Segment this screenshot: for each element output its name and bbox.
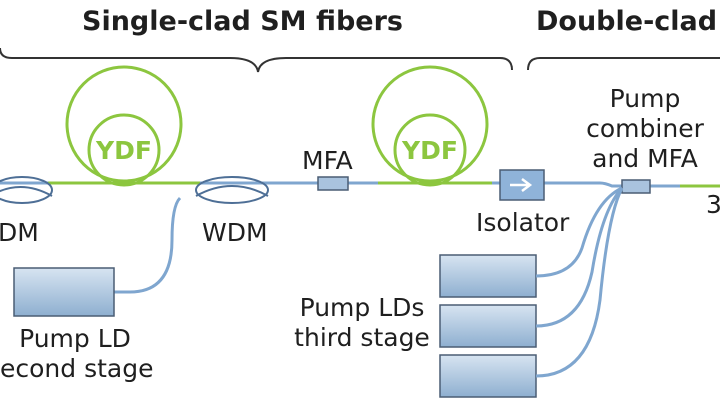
ydf-label-2: YDF [402,136,458,165]
pump-combiner-label: Pump combiner and MFA [580,84,710,174]
pump-lds-third-label: Pump LDs third stage [288,293,436,353]
pump-ld-second-line-2: econd stage [0,354,154,383]
pump-ld-third-1 [439,254,537,298]
wdm-pump-branch [114,196,182,294]
pump-combiner-line-3: and MFA [592,144,698,173]
mfa-label: MFA [302,146,353,175]
isolator-label: Isolator [476,208,570,237]
wdm-coupler [195,176,269,204]
pump-combiner-box [621,179,651,194]
double-clad-brace [527,57,720,71]
pump-ld-second-stage [13,267,115,317]
pump-lds-third-line-2: third stage [294,323,430,352]
wdm-coupler-left [0,176,53,204]
wdm-left-label: DM [0,218,39,247]
mfa-box [317,176,349,191]
isolator [499,169,545,201]
main-fiber [0,181,720,188]
pump-ld-third-3 [439,354,537,398]
right-cut-label: 3 [706,190,720,219]
pump-ld-second-label: Pump LD econd stage [0,324,154,384]
combiner-pump-fibers [535,186,624,378]
double-clad-header: Double-clad F [536,6,720,37]
single-clad-header: Single-clad SM fibers [82,6,403,37]
pump-lds-third-line-1: Pump LDs [299,293,425,322]
single-clad-brace [0,47,513,73]
ydf-coil-2 [371,65,489,187]
pump-ld-third-2 [439,304,537,348]
ydf-coil-1 [65,65,183,187]
pump-ld-second-line-1: Pump LD [19,324,131,353]
pump-combiner-line-2: combiner [586,114,704,143]
ydf-label-1: YDF [96,136,152,165]
pump-combiner-line-1: Pump [609,84,681,113]
wdm-label: WDM [202,218,268,247]
